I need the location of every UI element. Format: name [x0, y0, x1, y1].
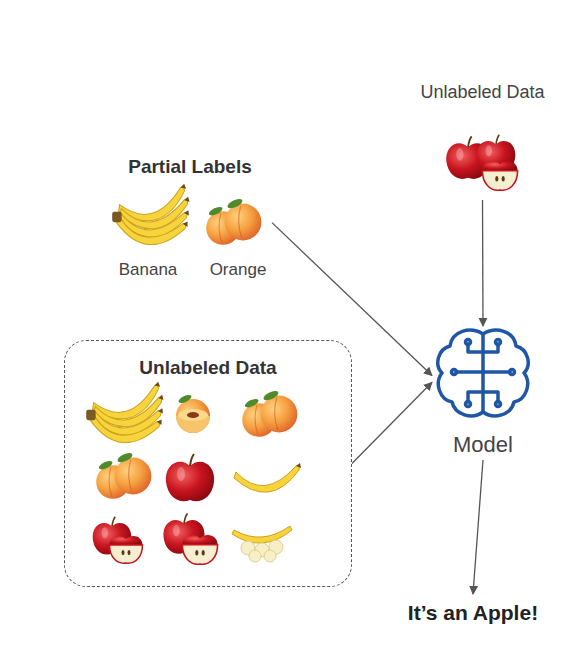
flow-arrow	[482, 200, 484, 326]
node-title: Unlabeled Data	[139, 357, 276, 379]
peach-cut	[176, 393, 210, 433]
peach-pair	[242, 389, 297, 437]
label-group: Partial Labels	[108, 154, 272, 252]
apple-cut	[482, 161, 517, 190]
data-group: Unlabeled Data	[395, 78, 570, 200]
apple	[166, 454, 214, 501]
node-title: Unlabeled Data	[420, 82, 544, 103]
image-caption: Orange	[198, 260, 278, 280]
apple-cut	[110, 536, 143, 563]
brain-icon	[438, 330, 528, 416]
banana	[234, 463, 301, 492]
output-node: It’s an Apple!	[370, 594, 576, 632]
node-title: Partial Labels	[128, 156, 252, 178]
banana-bunch	[86, 382, 164, 450]
image-caption: Banana	[108, 260, 188, 280]
peach-pair	[96, 451, 151, 499]
node-title: It’s an Apple!	[408, 601, 538, 625]
flow-arrow	[352, 382, 432, 463]
node-title: Model	[453, 432, 513, 458]
flow-arrow	[272, 223, 432, 376]
model-node: Model	[432, 326, 534, 460]
banana-bunch	[112, 184, 190, 252]
peach-pair	[206, 197, 261, 245]
dashed-group-box: Unlabeled Data	[64, 340, 352, 587]
flow-arrow	[473, 460, 483, 594]
banana-sliced	[232, 526, 292, 562]
apple-cut	[182, 535, 217, 564]
